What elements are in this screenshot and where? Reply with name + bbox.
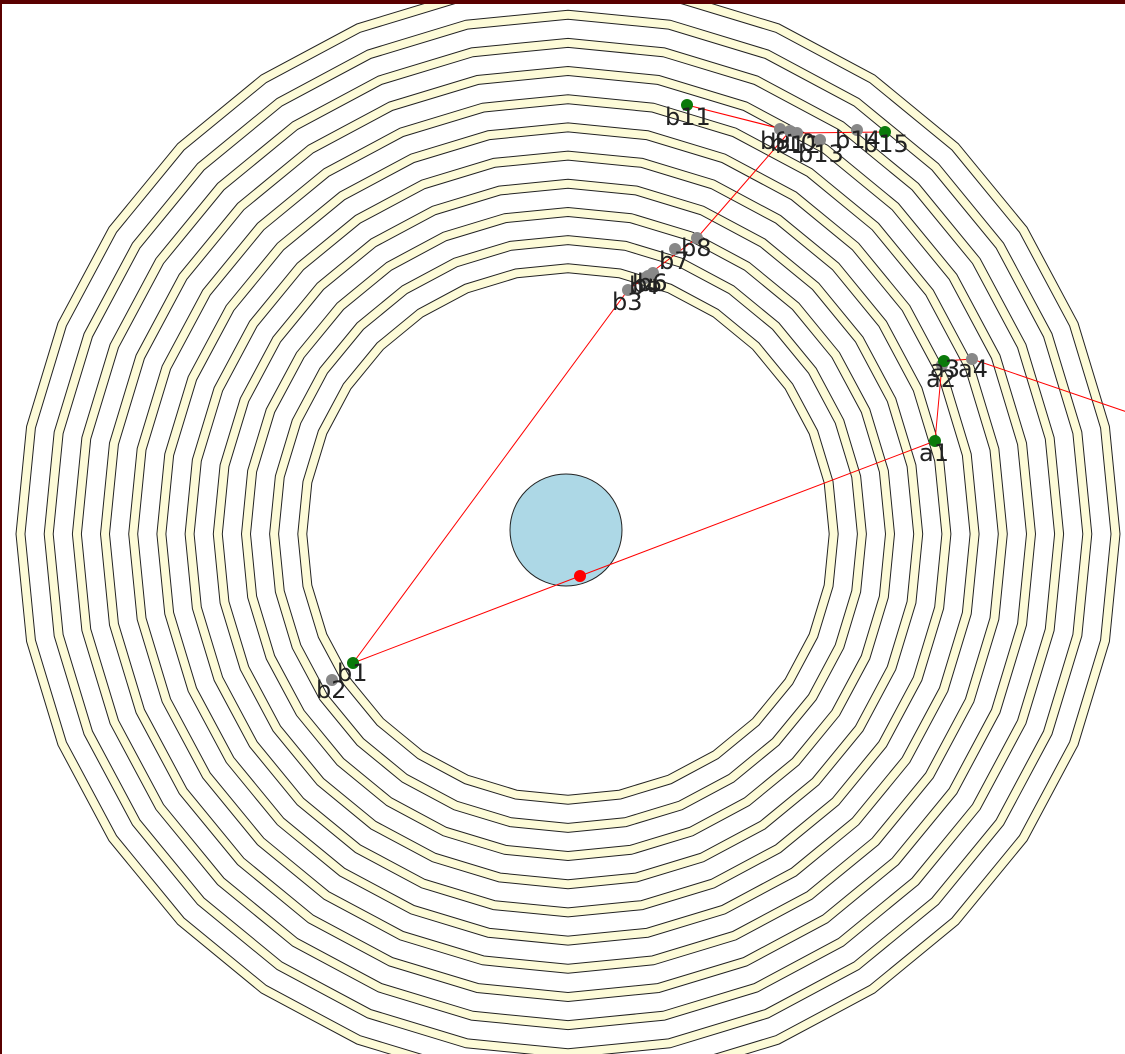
point-label-b8: b8	[681, 234, 712, 262]
point-marker-b13[interactable]	[814, 134, 826, 146]
point-b6[interactable]: b6	[637, 267, 668, 297]
points-layer: a1a2a3a4b1b2b3b4b5b6b7b8b9b10b11b12b13b1…	[316, 99, 988, 704]
point-a4[interactable]: a4	[958, 353, 988, 383]
point-b13[interactable]: b13	[798, 134, 844, 168]
point-label-b1: b1	[337, 659, 368, 687]
point-marker-b3[interactable]	[622, 284, 634, 296]
point-b2[interactable]: b2	[316, 674, 347, 704]
point-b1[interactable]: b1	[337, 657, 368, 687]
point-marker-b12[interactable]	[791, 127, 803, 139]
point-b12[interactable]: b12	[775, 127, 821, 159]
point-b15[interactable]: b15	[863, 126, 909, 158]
point-marker-a4[interactable]	[966, 353, 978, 365]
point-label-b13: b13	[798, 140, 844, 168]
point-marker-a1[interactable]	[929, 435, 941, 447]
point-b14[interactable]: b14	[835, 124, 881, 154]
point-label-b7: b7	[659, 247, 690, 275]
point-label-a4: a4	[958, 355, 988, 383]
start-point[interactable]	[574, 570, 586, 582]
point-label-a3: a3	[930, 355, 960, 383]
point-label-b2: b2	[316, 676, 347, 704]
point-label-b6: b6	[637, 269, 668, 297]
point-label-a1: a1	[919, 439, 949, 467]
point-marker-b1[interactable]	[347, 657, 359, 669]
point-label-b12: b12	[775, 131, 821, 159]
point-marker-b7[interactable]	[669, 243, 681, 255]
point-marker-b8[interactable]	[691, 232, 703, 244]
point-a3[interactable]: a3	[930, 355, 960, 383]
point-b8[interactable]: b8	[681, 232, 712, 262]
point-b3[interactable]: b3	[612, 284, 643, 316]
point-b11[interactable]: b11	[665, 99, 711, 131]
point-marker-b9[interactable]	[774, 123, 786, 135]
point-marker-b6[interactable]	[647, 267, 659, 279]
point-label-b11: b11	[665, 103, 711, 131]
point-marker-b11[interactable]	[681, 99, 693, 111]
point-label-a2: a2	[926, 365, 956, 393]
core-circle	[509, 473, 623, 587]
point-marker-b15[interactable]	[879, 126, 891, 138]
point-marker-b2[interactable]	[326, 674, 338, 686]
point-label-b3: b3	[612, 288, 643, 316]
point-label-b14: b14	[835, 126, 881, 154]
point-b7[interactable]: b7	[659, 243, 690, 275]
point-marker-a3[interactable]	[938, 355, 950, 367]
point-label-b15: b15	[863, 130, 909, 158]
point-marker-b14[interactable]	[851, 124, 863, 136]
point-a1[interactable]: a1	[919, 435, 949, 467]
